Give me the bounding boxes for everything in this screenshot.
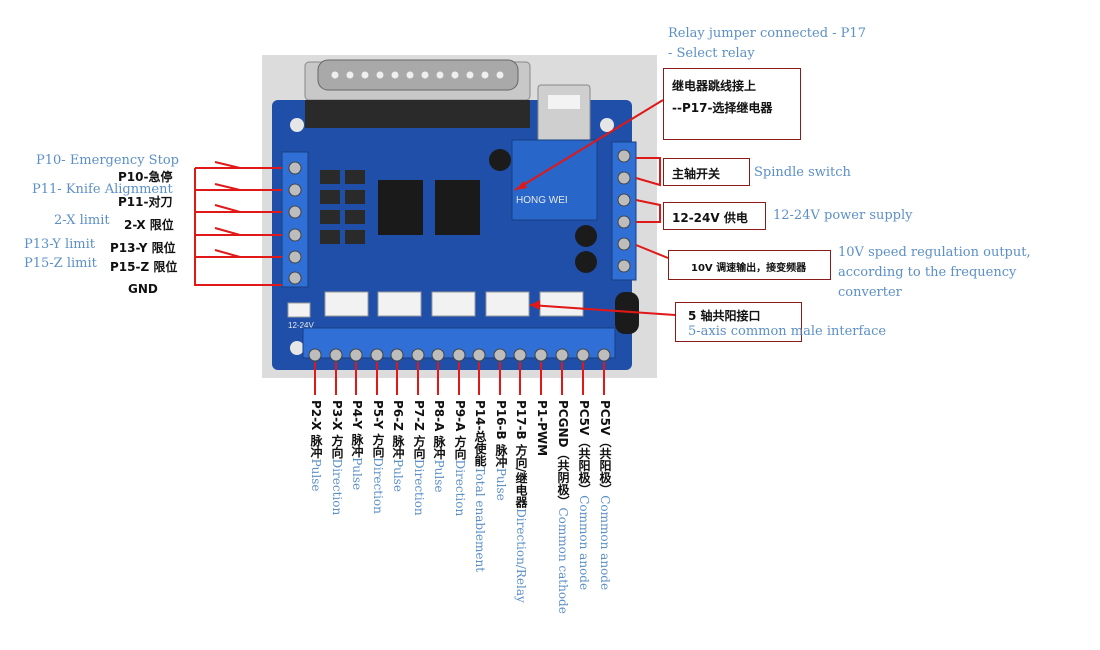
relay-note-en-1: Relay jumper connected - P17 xyxy=(668,26,866,41)
ic-chip xyxy=(378,180,423,235)
pin-cn: P17-B 方向/继电器 xyxy=(514,400,528,509)
label-gnd: GND xyxy=(128,282,158,296)
label-p13-en: P13-Y limit xyxy=(24,237,95,252)
pin-en: Pulse xyxy=(391,459,405,492)
pin-cn: P4-Y 脉冲 xyxy=(350,400,364,458)
capacitor xyxy=(489,149,511,171)
label-p11-cn: P11-对刀 xyxy=(118,195,173,209)
pin-cn: PC5V（共阳极） xyxy=(598,400,612,496)
axis-box: 5 轴共阳接口 xyxy=(675,302,802,342)
input-capacitor xyxy=(615,292,639,334)
relay-note-box: 继电器跳线接上 --P17-选择继电器 xyxy=(663,68,801,140)
pin-en: Pulse xyxy=(350,457,364,491)
pin-en: Direction xyxy=(412,459,426,516)
pin-label-p1: P1-PWM xyxy=(535,400,549,457)
pin-label-p17: P17-B 方向/继电器Direction/Relay xyxy=(514,400,528,603)
db25-body xyxy=(305,100,530,128)
pin-label-p3: P3-X 方向Direction xyxy=(330,400,344,516)
pin-en: Pulse xyxy=(432,459,446,493)
pin-cn: P16-B 脉冲 xyxy=(494,400,508,468)
pin-label-p9: P9-A 方向Direction xyxy=(453,400,467,517)
label-p10-en: P10- Emergency Stop xyxy=(36,153,179,168)
spindle-en: Spindle switch xyxy=(754,165,851,180)
pin-en: Direction xyxy=(371,457,385,514)
mounting-hole xyxy=(600,118,614,132)
label-p11-en: P11- Knife Alignment xyxy=(32,182,173,197)
capacitor xyxy=(575,225,597,247)
pin-cn: PCGND（共阴极） xyxy=(556,400,570,508)
pin-label-p5: P5-Y 方向Direction xyxy=(371,400,385,514)
pin-label-pc5v-2: PC5V（共阳极）Common anode xyxy=(598,400,612,591)
mounting-hole xyxy=(290,341,304,355)
capacitor xyxy=(575,251,597,273)
label-p15-cn: P15-Z 限位 xyxy=(110,260,178,274)
pin-cn: P1-PWM xyxy=(535,400,549,457)
relay-note-en-2: - Select relay xyxy=(668,46,755,61)
pin-label-pc5v-1: PC5V（共阳极）Common anode xyxy=(577,400,591,591)
spindle-box: 主轴开关 xyxy=(663,158,750,186)
speed-en-2: according to the frequency xyxy=(838,265,1017,280)
arrow-head xyxy=(530,300,540,310)
label-p10-cn: P10-急停 xyxy=(118,170,173,184)
usb-connector xyxy=(537,84,591,146)
db25-connector xyxy=(317,59,519,91)
mounting-hole xyxy=(290,118,304,132)
relay-brand: HONG WEI xyxy=(516,195,568,206)
pin-cn: P2-X 脉冲 xyxy=(309,400,323,459)
annotation-lines xyxy=(194,99,676,395)
label-p12-cn: 2-X 限位 xyxy=(124,218,174,232)
pin-cn: P9-A 方向 xyxy=(453,400,467,460)
pin-cn: P5-Y 方向 xyxy=(371,400,385,458)
power-cn: 12-24V 供电 xyxy=(672,211,748,225)
speed-en-1: 10V speed regulation output, xyxy=(838,245,1031,260)
pin-en: Common anode xyxy=(577,495,591,591)
label-p13-cn: P13-Y 限位 xyxy=(110,241,176,255)
speed-en-3: converter xyxy=(838,285,902,300)
pin-en: Pulse xyxy=(309,458,323,492)
ic-chip xyxy=(435,180,480,235)
pin-en: Pulse xyxy=(494,467,508,501)
pin-label-p2: P2-X 脉冲Pulse xyxy=(309,400,323,492)
power-box: 12-24V 供电 xyxy=(663,202,766,230)
relay-note-cn-1: 继电器跳线接上 xyxy=(672,79,757,93)
usb-port-slot xyxy=(548,95,580,109)
speed-cn: 10V 调速输出，接变频器 xyxy=(691,263,807,274)
pin-en: Total enablement xyxy=(473,466,487,573)
axis-en: 5-axis common male interface xyxy=(688,324,887,339)
pin-label-p6: P6-Z 脉冲Pulse xyxy=(391,400,405,492)
right-terminal-block xyxy=(611,141,637,281)
speed-box: 10V 调速输出，接变频器 xyxy=(668,250,831,280)
pin-cn: P8-A 脉冲 xyxy=(432,400,446,460)
pin-cn: P7-Z 方向 xyxy=(412,400,426,460)
relay-note-cn-2: --P17-选择继电器 xyxy=(672,101,773,115)
pin-label-p4: P4-Y 脉冲Pulse xyxy=(350,400,364,491)
pin-label-p7: P7-Z 方向Direction xyxy=(412,400,426,516)
pin-en: Direction/Relay xyxy=(514,508,528,603)
pin-label-p14: P14-总使能Total enablement xyxy=(473,400,487,573)
pin-cn: PC5V（共阳极） xyxy=(577,400,591,496)
arrow-head xyxy=(515,181,527,190)
input-label: 12-24V xyxy=(288,321,314,330)
pin-en: Direction xyxy=(330,458,344,516)
power-en: 12-24V power supply xyxy=(773,208,913,223)
pin-en: Common cathode xyxy=(556,507,570,614)
power-input-connector xyxy=(287,302,311,318)
label-p12-en: 2-X limit xyxy=(54,213,110,228)
pin-cn: P14-总使能 xyxy=(473,400,487,467)
relay xyxy=(511,139,598,221)
pin-cn: P6-Z 脉冲 xyxy=(391,400,405,460)
pin-label-p8: P8-A 脉冲Pulse xyxy=(432,400,446,493)
pin-cn: P3-X 方向 xyxy=(330,400,344,459)
spindle-cn: 主轴开关 xyxy=(672,167,721,181)
pin-label-p16: P16-B 脉冲Pulse xyxy=(494,400,508,501)
label-p15-en: P15-Z limit xyxy=(24,256,97,271)
axis-cn: 5 轴共阳接口 xyxy=(688,309,761,323)
pin-label-pcgnd: PCGND（共阴极）Common cathode xyxy=(556,400,570,614)
pin-en: Common anode xyxy=(598,495,612,591)
pin-en: Direction xyxy=(453,459,467,517)
